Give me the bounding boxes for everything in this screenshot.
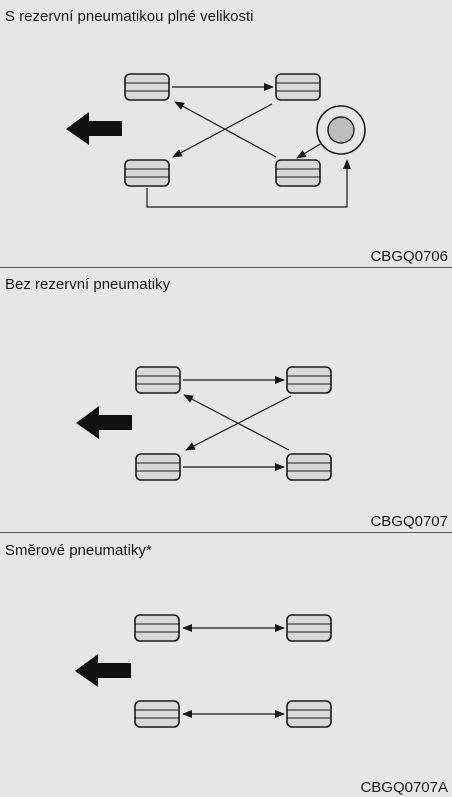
- tire-icon: [286, 614, 332, 642]
- tire-icon: [124, 159, 170, 187]
- rotation-diagram-directional: [75, 614, 332, 728]
- tire-icon: [134, 614, 180, 642]
- figure-code: CBGQ0706: [370, 248, 448, 265]
- arrow-fr-to-rl: [185, 395, 292, 451]
- panel-directional: Směrové pneumatiky*: [0, 533, 452, 797]
- tire-icon: [275, 159, 321, 187]
- arrow-fr-to-rl: [172, 103, 273, 158]
- forward-direction-arrow-icon: [66, 112, 122, 145]
- panel-no-spare: Bez rezervní pneumatiky: [0, 268, 452, 531]
- figure-code: CBGQ0707: [370, 513, 448, 530]
- divider: [0, 532, 452, 533]
- tire-icon: [286, 453, 332, 481]
- divider: [0, 267, 452, 268]
- panel-full-size-spare: S rezervní pneumatikou plné velikosti: [0, 0, 452, 266]
- figure-code: CBGQ0707A: [360, 779, 448, 796]
- tire-icon: [124, 73, 170, 101]
- arrow-rl-to-spare: [146, 159, 351, 208]
- panel-title: Bez rezervní pneumatiky: [5, 276, 171, 293]
- arrow-spare-to-rr: [296, 142, 323, 159]
- tire-icon: [275, 73, 321, 101]
- tire-icon: [286, 366, 332, 394]
- spare-tire-icon: [316, 105, 366, 155]
- forward-direction-arrow-icon: [75, 654, 131, 687]
- tire-icon: [135, 453, 181, 481]
- tire-icon: [286, 700, 332, 728]
- tire-icon: [134, 700, 180, 728]
- rotation-diagram-full-spare: [66, 73, 366, 208]
- arrow-rr-to-fl: [183, 394, 290, 451]
- panel-title: S rezervní pneumatikou plné velikosti: [5, 8, 254, 25]
- forward-direction-arrow-icon: [76, 406, 132, 439]
- panel-title: Směrové pneumatiky*: [5, 542, 152, 559]
- rotation-diagram-no-spare: [76, 366, 332, 481]
- tire-icon: [135, 366, 181, 394]
